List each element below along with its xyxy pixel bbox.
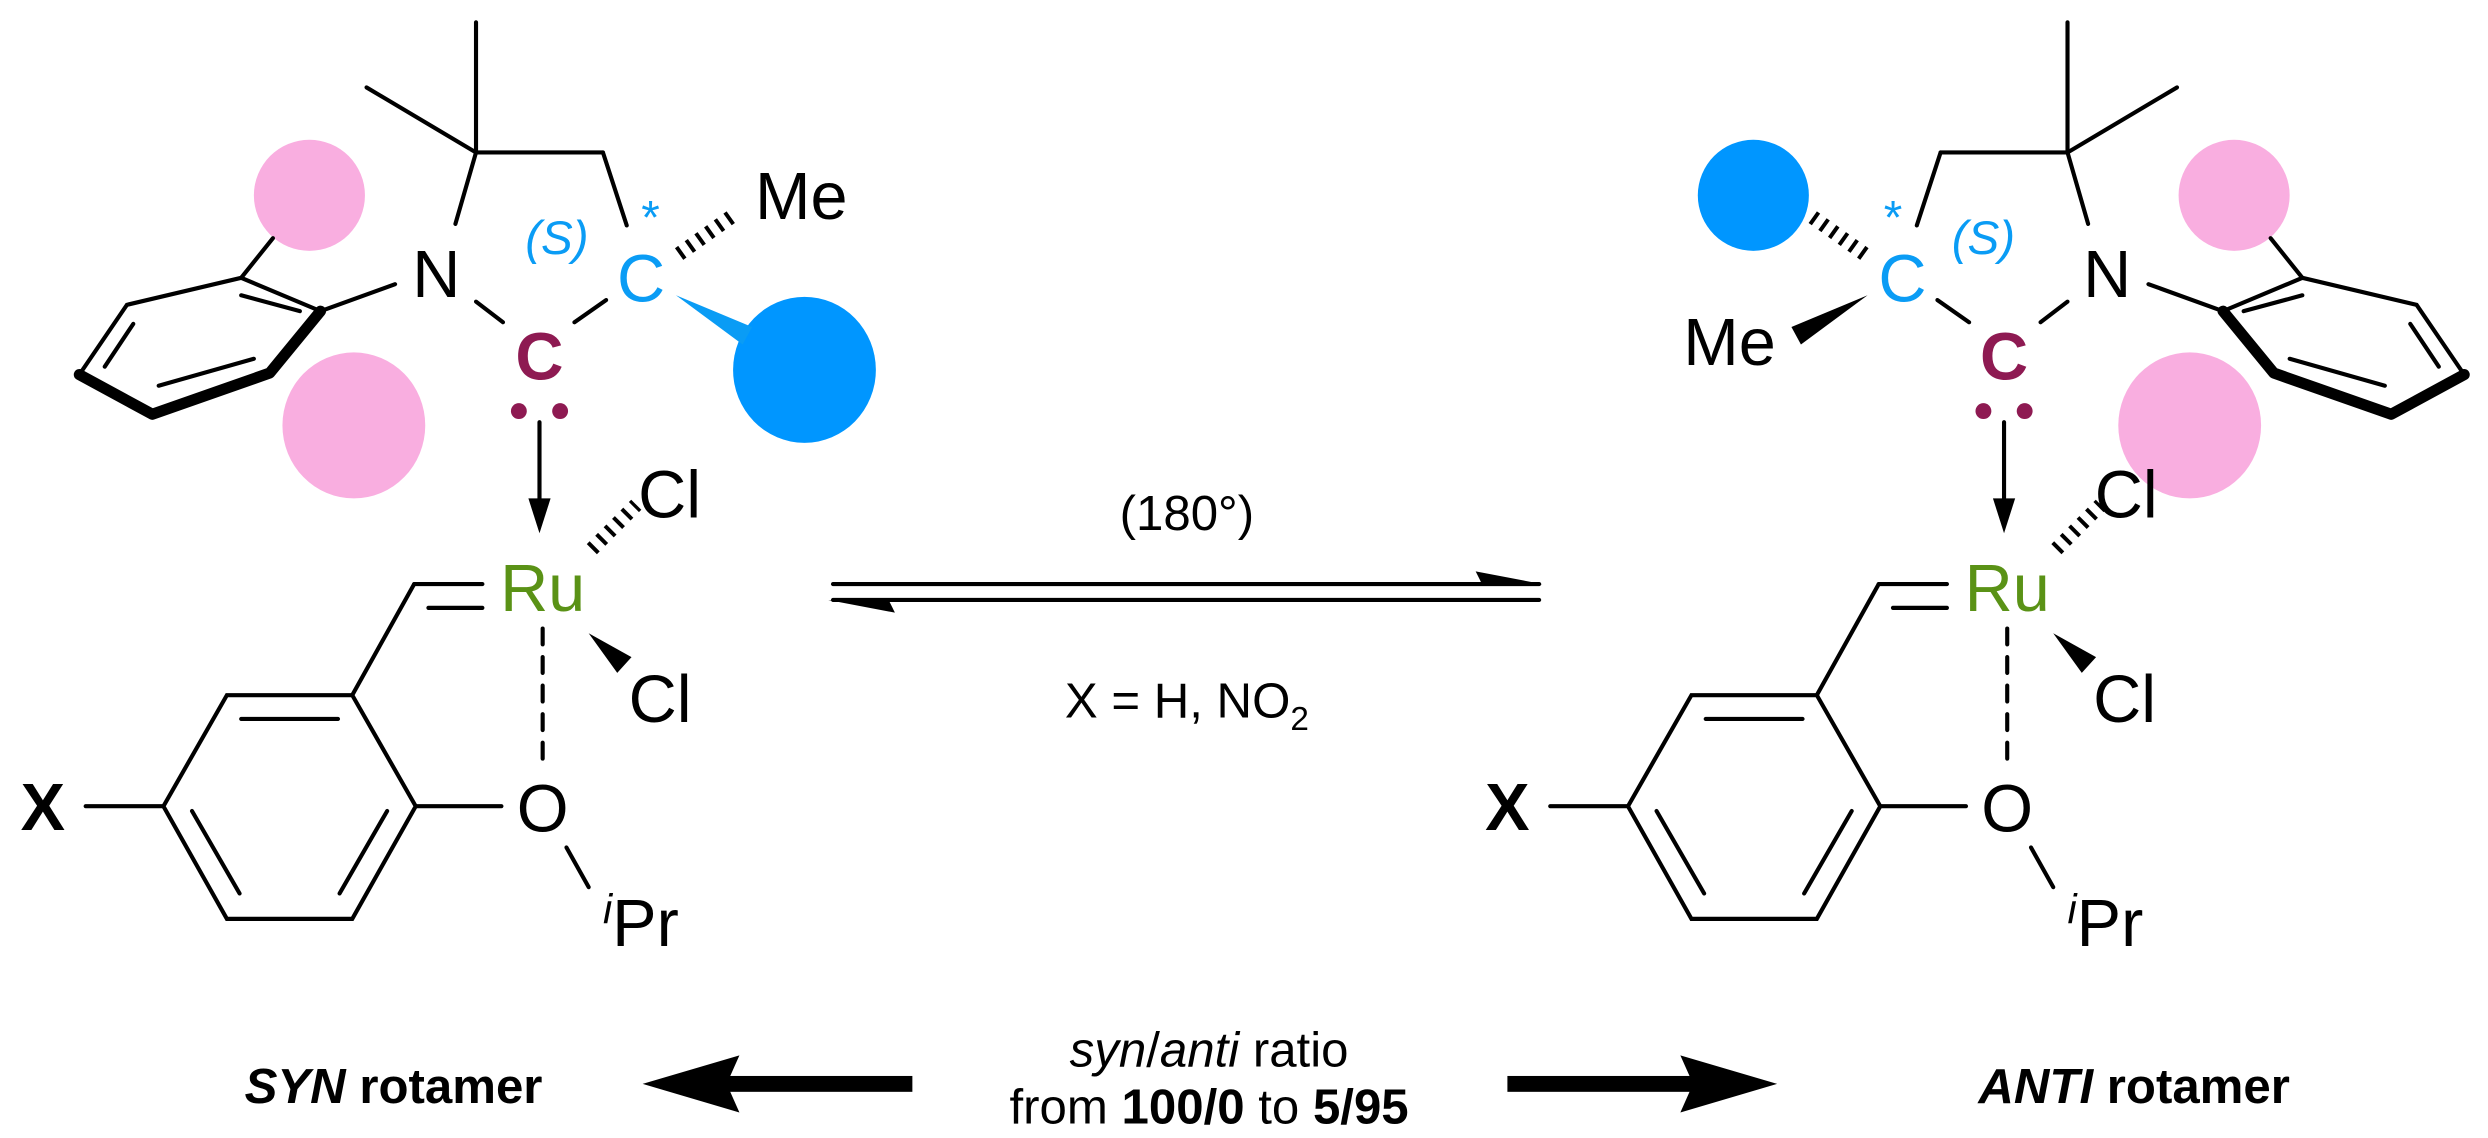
substituent-definition: X = H, NO2 [1065, 673, 1309, 738]
stereo-star: * [641, 191, 660, 244]
isopropyl-label: iPr [2068, 887, 2144, 961]
chloride-bottom-label: Cl [2093, 663, 2156, 737]
nitrogen-label: N [2083, 238, 2131, 312]
ruthenium-label: Ru [1965, 552, 2050, 626]
pink-ortho-group-bottom [282, 352, 426, 499]
pink-ortho-group-top [2178, 139, 2290, 251]
ratio-label: syn/anti ratio [1070, 1022, 1349, 1077]
stereocenter-carbon-label: C [1878, 243, 1926, 317]
carbene-carbon-label: C [515, 320, 563, 394]
stereocenter-carbon-label: C [617, 243, 665, 317]
blue-substituent [733, 296, 876, 443]
x-substituent-label: X [21, 771, 65, 845]
arrow-to-anti [1507, 1055, 1778, 1113]
lone-pair-dot [1975, 403, 1992, 420]
x-substituent-label: X [1485, 771, 1529, 845]
chloride-top-label: Cl [2095, 458, 2158, 532]
oxygen-label: O [1981, 773, 2033, 847]
stereo-descriptor: (S) [1952, 212, 2015, 265]
rotation-angle-label: (180°) [1120, 486, 1254, 541]
nitrogen-label: N [412, 238, 460, 312]
equilibrium-arrows [828, 571, 1543, 613]
oxygen-label: O [517, 773, 569, 847]
stereo-star: * [1884, 191, 1903, 244]
chloride-top-label: Cl [638, 458, 701, 532]
isopropyl-label: iPr [603, 887, 679, 961]
methyl-label: Me [755, 160, 848, 234]
pink-ortho-group-top [253, 139, 365, 251]
chloride-bottom-label: Cl [629, 663, 692, 737]
arrow-to-syn [642, 1055, 913, 1113]
ratio-range-label: from 100/0 to 5/95 [1010, 1080, 1409, 1135]
syn-rotamer-label: SYN rotamer [245, 1059, 543, 1114]
syn-complex: N C C (S) * Me Ru Cl Cl O iPr X [21, 22, 876, 961]
carbene-carbon-label: C [1980, 320, 2028, 394]
methyl-label: Me [1683, 306, 1776, 380]
anti-complex: N C C (S) * Me Ru Cl Cl O iPr X [1485, 22, 2464, 961]
ruthenium-label: Ru [500, 552, 585, 626]
pink-ortho-group-bottom [2118, 352, 2262, 499]
stereo-descriptor: (S) [525, 212, 588, 265]
lone-pair-dot [552, 403, 569, 420]
lone-pair-dot [2016, 403, 2033, 420]
lone-pair-dot [510, 403, 527, 420]
blue-substituent [1697, 139, 1809, 251]
anti-rotamer-label: ANTI rotamer [1976, 1059, 2289, 1114]
